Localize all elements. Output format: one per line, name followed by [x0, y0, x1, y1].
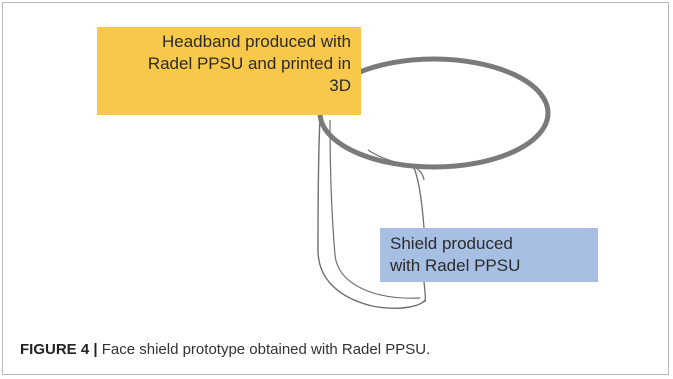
shield-sheet-inner-edge — [329, 119, 421, 299]
headband-label-line-1: Headband produced with — [161, 32, 351, 51]
shield-label: Shield produced with Radel PPSU — [380, 228, 598, 282]
shield-label-line-2: with Radel PPSU — [390, 256, 521, 275]
headband-label-line-2: Radel PPSU and printed in — [147, 54, 351, 73]
headband-label: Headband produced with Radel PPSU and pr… — [97, 27, 361, 115]
figure-caption-text: Face shield prototype obtained with Rade… — [101, 341, 431, 358]
shield-label-line-1: Shield produced — [390, 234, 513, 253]
shield-sheet-left-edge — [317, 117, 426, 309]
figure-caption: FIGURE 4 | Face shield prototype obtaine… — [20, 341, 660, 358]
shield-sheet-right-lower-edge — [423, 281, 427, 303]
figure-number: FIGURE 4 | — [20, 341, 98, 358]
headband-label-line-3: 3D — [329, 76, 351, 95]
